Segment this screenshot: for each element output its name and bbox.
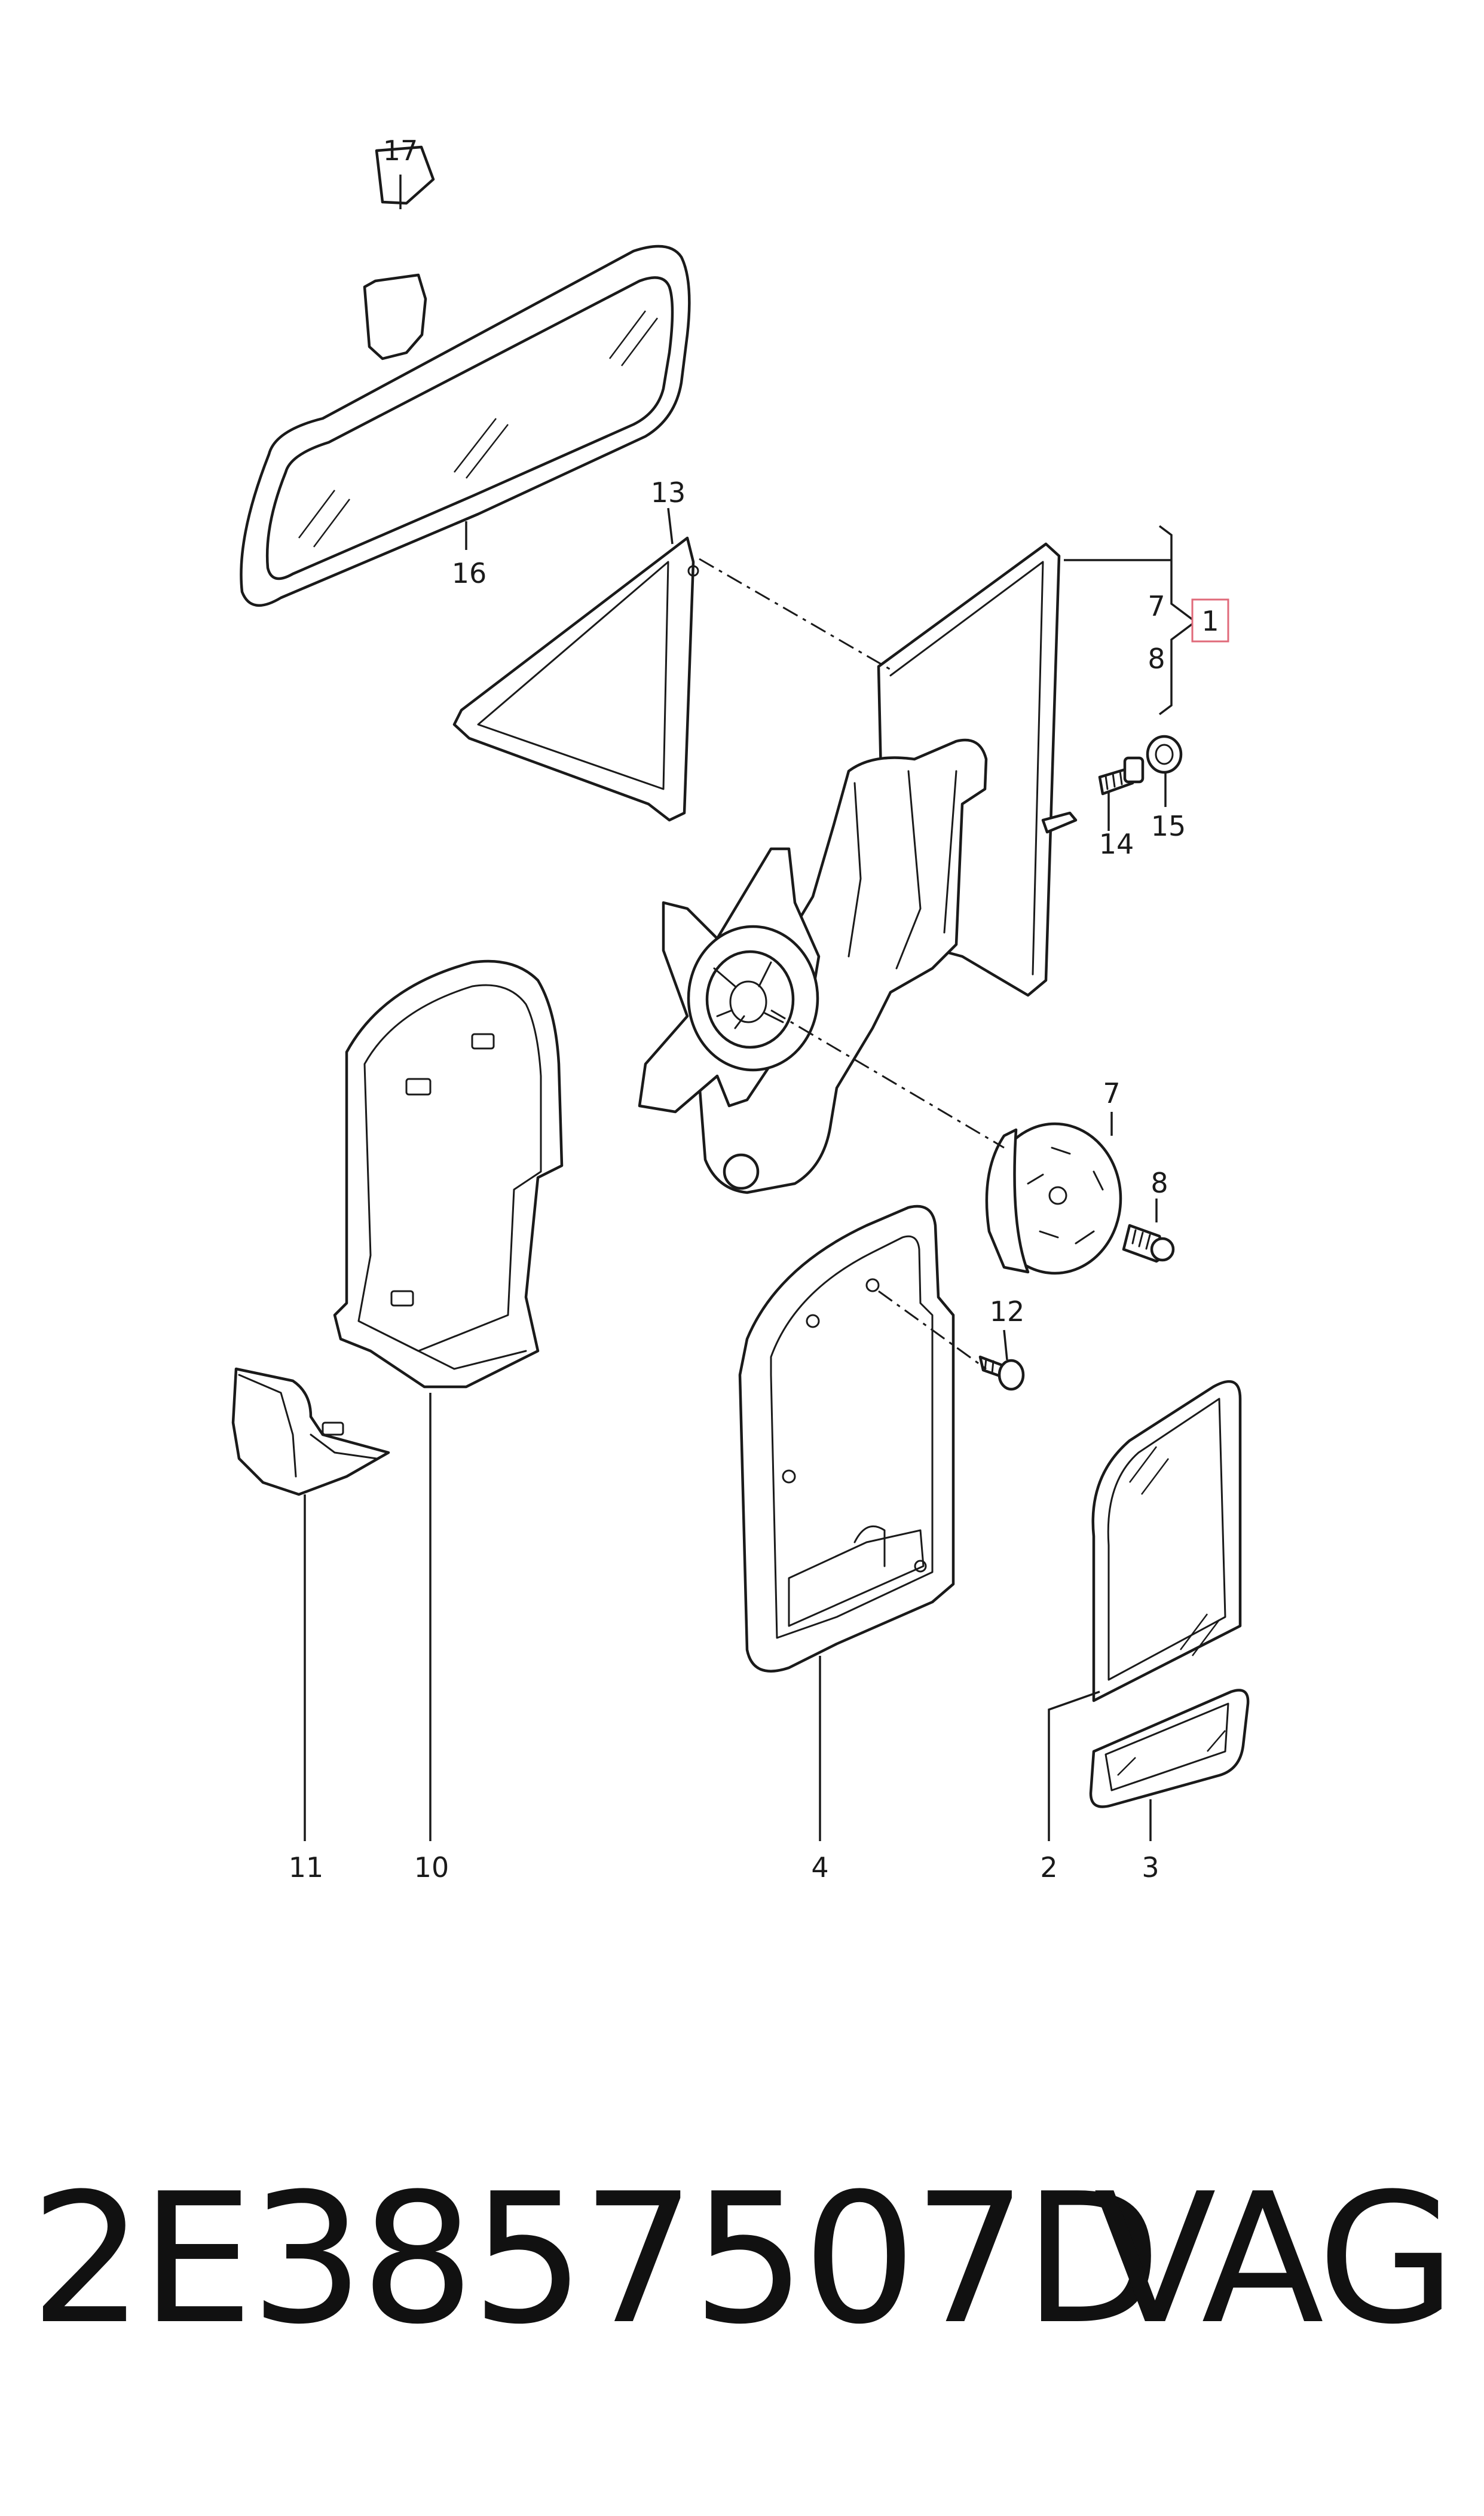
bolt-and-nut <box>1098 735 1183 796</box>
brand-label: VAG <box>1094 2155 1456 2364</box>
interior-rear-view-mirror <box>240 145 691 607</box>
callout-1: 1 <box>1201 605 1219 637</box>
callout-17: 17 <box>383 134 418 167</box>
callout-1-highlight-box <box>1191 598 1229 643</box>
callout-13: 13 <box>651 476 686 509</box>
callout-7-lower: 7 <box>1103 1077 1120 1109</box>
callouts: 17 16 13 7 8 1 14 15 7 8 12 11 10 4 2 3 <box>289 134 1229 1884</box>
mirror-glass-wide-angle <box>1089 1689 1250 1808</box>
mirror-frame <box>738 1204 955 1673</box>
callout-11: 11 <box>289 1851 324 1884</box>
callout-4: 4 <box>811 1851 828 1884</box>
part-number-label: 2E3857507D <box>30 2155 1162 2364</box>
mirror-housing-assembly <box>638 542 1078 1194</box>
lower-cover <box>231 1367 390 1496</box>
assembly-lines <box>699 558 1005 1370</box>
callout-12: 12 <box>990 1295 1025 1328</box>
callout-10: 10 <box>414 1851 449 1884</box>
adjusting-unit <box>985 1122 1175 1275</box>
callout-3: 3 <box>1142 1851 1159 1884</box>
callout-14: 14 <box>1099 828 1134 860</box>
callout-8-upper: 8 <box>1148 643 1165 675</box>
triangle-cover <box>452 536 699 822</box>
mirror-glass-main <box>1091 1380 1242 1702</box>
callout-16: 16 <box>452 557 487 589</box>
callout-8-lower: 8 <box>1151 1167 1168 1199</box>
callout-2: 2 <box>1040 1851 1057 1884</box>
callout-7-upper: 7 <box>1148 590 1165 622</box>
screw <box>978 1355 1025 1391</box>
mirror-cap-cover <box>333 959 564 1389</box>
callout-15: 15 <box>1151 810 1186 842</box>
